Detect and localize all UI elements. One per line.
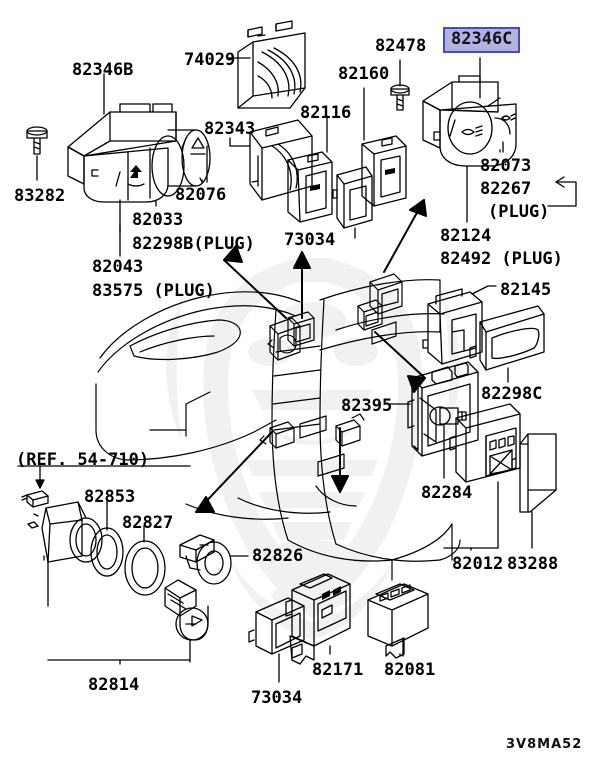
part-83282-screw (26, 126, 48, 155)
part-82081-switch (367, 583, 429, 659)
part-label-82033: 82033 (132, 210, 184, 230)
part-label-ref54710: (REF. 54-710) (16, 450, 150, 470)
part-label-82826: 82826 (252, 546, 304, 566)
part-82826-knob (179, 534, 232, 585)
part-label-82160: 82160 (338, 64, 390, 84)
part-82478-screw (390, 84, 410, 111)
part-label-82081: 82081 (384, 660, 436, 680)
part-label-82343: 82343 (204, 119, 256, 139)
part-label-82395: 82395 (341, 396, 393, 416)
part-label-82171: 82171 (312, 660, 364, 680)
part-label-73034: 73034 (251, 688, 303, 708)
dashboard-illustration (95, 273, 461, 581)
part-label-82043: 82043 (92, 257, 144, 277)
part-label-82145: 82145 (500, 280, 552, 300)
part-73034-bottom (248, 597, 305, 659)
part-82346c-switch (422, 75, 517, 167)
part-82827-ring (124, 540, 166, 596)
part-label-82298c: 82298C (481, 384, 543, 404)
part-label-73034: 73034 (284, 230, 336, 250)
part-label-plug: (PLUG) (488, 202, 550, 222)
part-label-82298bplug: 82298B(PLUG) (132, 234, 255, 254)
part-label-82076: 82076 (175, 185, 227, 205)
part-label-82853: 82853 (84, 487, 136, 507)
part-label-82284: 82284 (421, 483, 473, 503)
part-82346b-switch (67, 103, 211, 203)
part-82298c-cover (469, 305, 545, 371)
part-label-74029: 74029 (184, 50, 236, 70)
part-label-82478: 82478 (375, 36, 427, 56)
part-82814-knob (164, 579, 209, 641)
part-82853-ring (90, 527, 124, 577)
part-82160-switch (361, 135, 407, 207)
part-82012-switch (449, 403, 521, 483)
part-82116-switch (287, 151, 333, 223)
part-ref-clip (21, 490, 49, 508)
part-label-82827: 82827 (122, 513, 174, 533)
part-label-82346b: 82346B (72, 60, 134, 80)
part-74029-vent (237, 20, 306, 109)
part-82171-switch (285, 573, 351, 665)
part-82145-switch (422, 288, 483, 365)
part-label-82492plug: 82492 (PLUG) (440, 249, 563, 269)
part-73034-plate (332, 166, 373, 229)
part-label-82073: 82073 (480, 156, 532, 176)
part-label-82116: 82116 (300, 103, 352, 123)
part-82395-panel (407, 361, 479, 457)
part-label-83288: 83288 (507, 554, 559, 574)
drawing-code: 3V8MA52 (506, 737, 583, 752)
part-82814-assembly (27, 501, 103, 563)
part-label-83575plug: 83575 (PLUG) (92, 281, 215, 301)
part-label-82012: 82012 (452, 554, 504, 574)
highlighted-part-label[interactable]: 82346C (443, 27, 521, 53)
assembly-arrows (195, 199, 427, 513)
part-label-82814: 82814 (88, 675, 140, 695)
part-label-82124: 82124 (440, 226, 492, 246)
part-label-82267: 82267 (480, 179, 532, 199)
part-82284-screw (429, 406, 467, 426)
part-82343-bezel (249, 119, 313, 201)
part-83288-cover (511, 433, 557, 513)
part-label-83282: 83282 (14, 186, 66, 206)
